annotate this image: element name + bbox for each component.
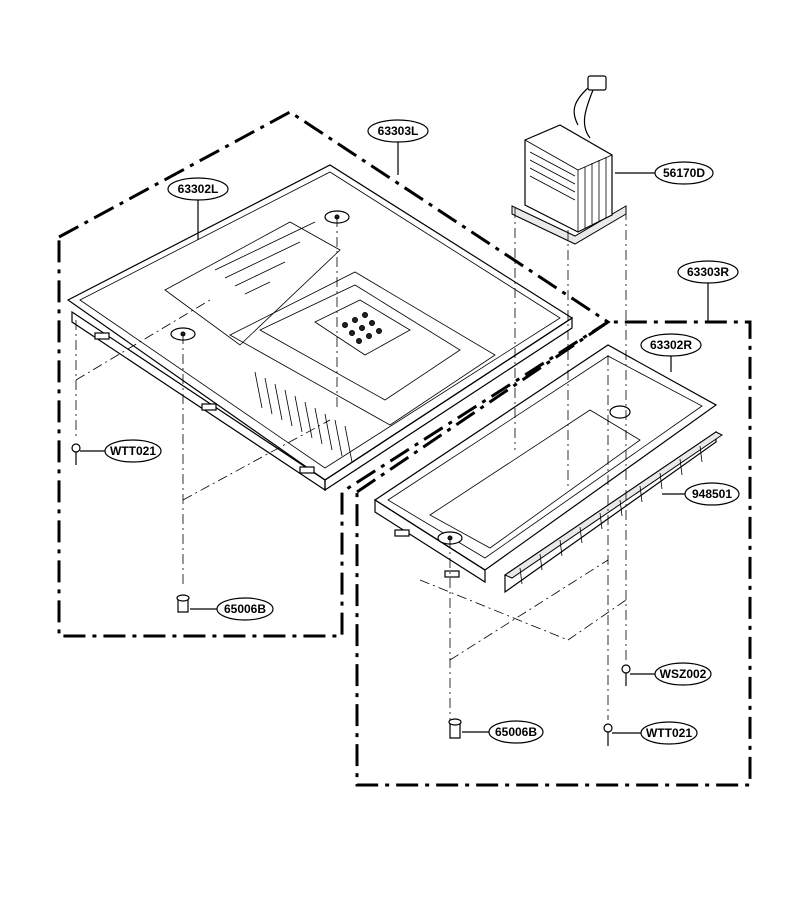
callout-65006B-left: 65006B: [216, 597, 274, 621]
callout-label: 948501: [692, 487, 732, 501]
screw-left: [71, 443, 81, 465]
callout-label: WTT021: [110, 444, 156, 458]
callout-63302R: 63302R: [640, 333, 702, 357]
callout-label: 63302R: [650, 338, 692, 352]
callout-63303R: 63303R: [677, 260, 739, 284]
foam-strip: [503, 430, 723, 594]
screw-wsz: [621, 664, 631, 686]
callout-label: 63302L: [178, 182, 219, 196]
callout-63302L: 63302L: [167, 177, 229, 201]
callout-WTT021-left: WTT021: [104, 439, 162, 463]
callout-label: 56170D: [663, 166, 705, 180]
callout-label: 63303L: [378, 124, 419, 138]
callout-WSZ002: WSZ002: [654, 662, 712, 686]
callout-56170D: 56170D: [654, 161, 714, 185]
screw-right: [603, 723, 613, 746]
foot-left: [176, 594, 190, 613]
foot-right: [448, 718, 462, 739]
leader-lines: [80, 131, 709, 734]
callout-label: 65006B: [495, 725, 537, 739]
callout-label: WTT021: [646, 726, 692, 740]
callout-label: 65006B: [224, 602, 266, 616]
right-assembly-boundary: [355, 320, 752, 787]
callout-label: 63303R: [687, 265, 729, 279]
alignment-lines: [75, 208, 627, 720]
right-base-panel: [373, 344, 718, 584]
callout-label: WSZ002: [660, 667, 707, 681]
transformer: [511, 75, 627, 245]
callout-WTT021-right: WTT021: [640, 721, 698, 745]
callout-65006B-right: 65006B: [488, 720, 544, 744]
callout-948501: 948501: [684, 482, 740, 506]
callout-63303L: 63303L: [367, 119, 429, 143]
